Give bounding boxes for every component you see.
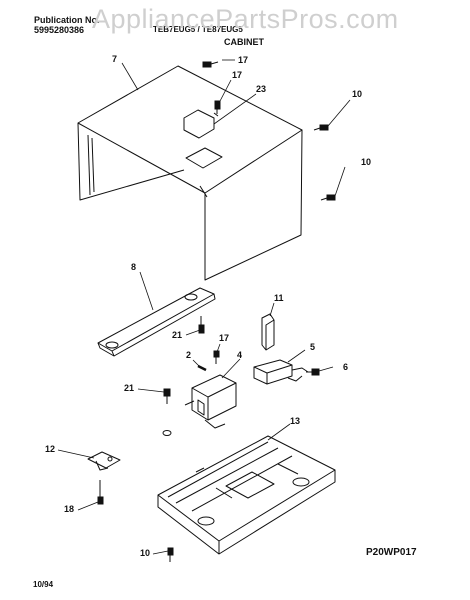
callout-23: 23 [256, 84, 267, 94]
leader-10a [327, 99, 351, 127]
leader-10b [334, 166, 346, 197]
screw-10-side [320, 194, 336, 201]
callout-6: 6 [343, 362, 349, 372]
diagram-reference: P20WP017 [366, 547, 417, 558]
publication-number: 5995280386 [34, 25, 85, 35]
leader-12 [57, 449, 95, 459]
screw-17-top [202, 61, 219, 68]
callout-12: 12 [45, 444, 56, 454]
callout-11: 11 [274, 293, 284, 303]
callout-13: 13 [290, 416, 301, 426]
screw-17-transformer [213, 350, 220, 364]
leader-6 [318, 366, 334, 372]
callout-2: 2 [186, 350, 192, 360]
base-rail [97, 287, 216, 357]
leader-18 [77, 501, 99, 511]
callout-17-top: 17 [238, 55, 249, 65]
leader-17c [216, 343, 221, 353]
screw-18 [97, 480, 104, 505]
base-pan [157, 435, 336, 555]
screw-17-cabinet [214, 100, 221, 114]
leader-21b [137, 388, 165, 393]
callout-5: 5 [310, 342, 316, 352]
callout-17-transformer: 17 [219, 333, 230, 343]
callout-8: 8 [131, 262, 137, 272]
watermark: AppliancePartsPros.com [92, 4, 399, 34]
publication-label: Publication No. [34, 15, 100, 25]
leader-2 [192, 359, 201, 368]
leader-21a [185, 329, 201, 336]
capacitor [253, 359, 309, 385]
screw-10-upper [313, 124, 329, 131]
leader-23 [213, 93, 257, 125]
callout-21-transformer: 21 [124, 383, 135, 393]
leader-7 [121, 62, 139, 91]
date-code: 10/94 [33, 580, 54, 589]
callout-21-rail: 21 [172, 330, 183, 340]
leader-10c [152, 550, 169, 555]
leader-13 [267, 423, 291, 441]
callout-10-upper: 10 [352, 89, 363, 99]
leader-4 [221, 358, 241, 379]
cabinet-housing [77, 65, 303, 281]
section-title: CABINET [224, 37, 264, 47]
bracket [261, 313, 275, 351]
callout-10-side: 10 [361, 157, 372, 167]
callout-4: 4 [237, 350, 243, 360]
callout-18: 18 [64, 504, 75, 514]
washer-transformer [162, 430, 172, 436]
mounting-bracket [87, 451, 121, 471]
leader-8 [139, 271, 154, 311]
leader-17b [218, 79, 232, 104]
screw-21-transformer [163, 388, 171, 404]
leader-11 [269, 302, 275, 317]
screw-21-rail [198, 316, 205, 334]
screw-10-base [167, 547, 174, 562]
callout-7: 7 [112, 54, 118, 64]
model-line: TEB7EUG5 / TE87EUG5 [153, 25, 243, 34]
callout-17-cabinet: 17 [232, 70, 243, 80]
transformer [184, 374, 237, 429]
leader-5 [287, 349, 306, 363]
callout-10-base: 10 [140, 548, 151, 558]
screw-6 [306, 368, 320, 376]
